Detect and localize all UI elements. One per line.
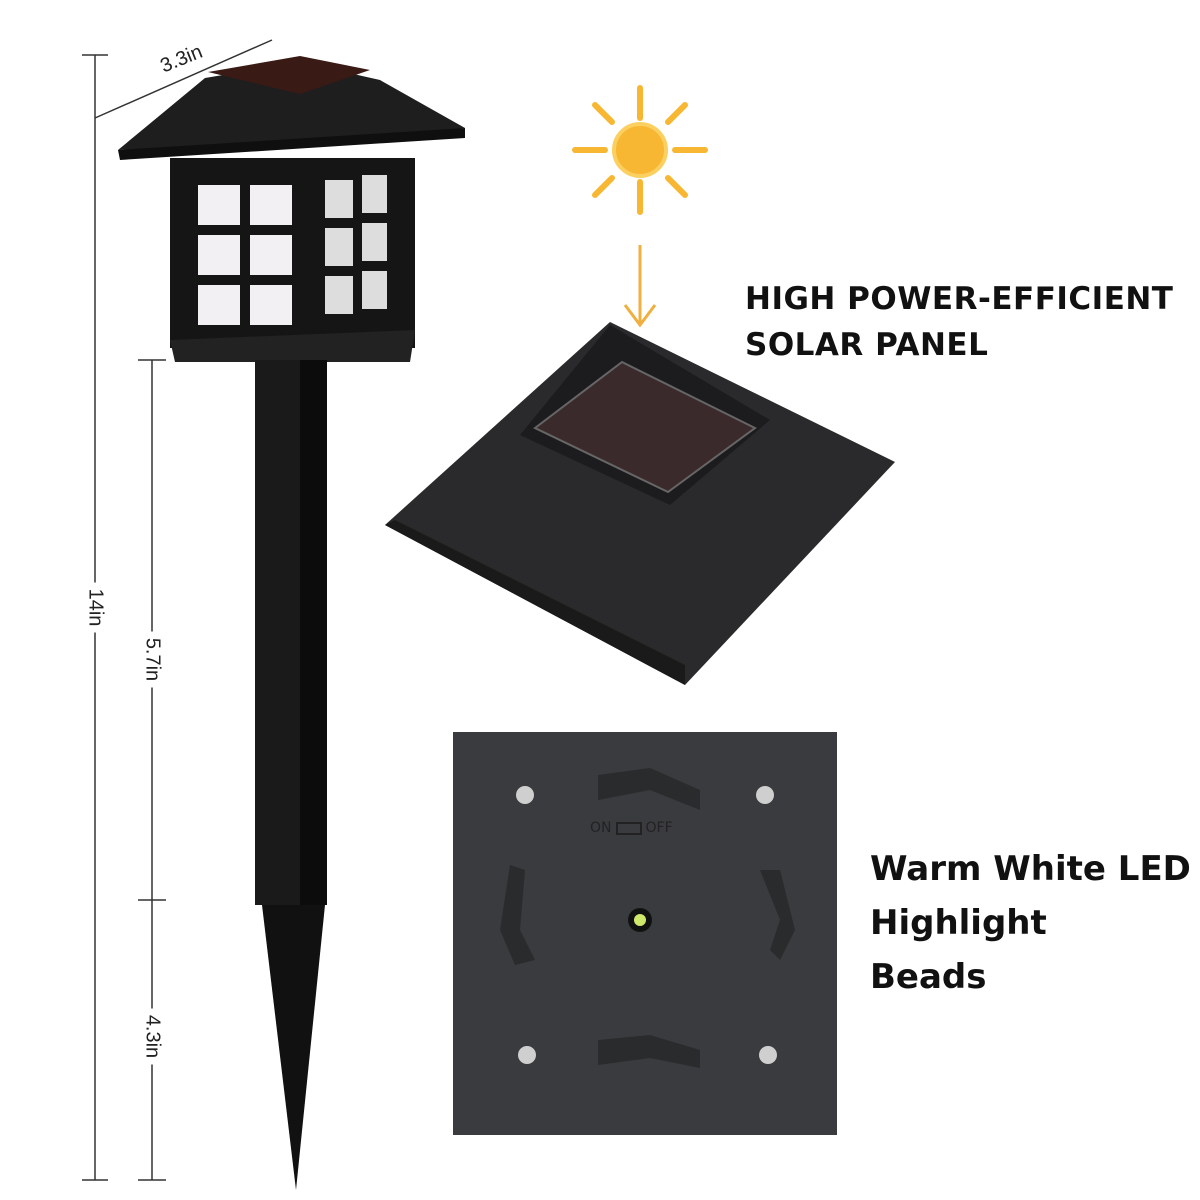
lantern-section-label: 5.7in — [140, 631, 164, 688]
led-bead — [634, 914, 646, 926]
led-caption: Warm White LED Highlight Beads — [870, 842, 1191, 1004]
off-label: OFF — [645, 820, 673, 836]
led-base-panel — [453, 732, 837, 1135]
total-height-label: 14in — [83, 582, 107, 633]
solar-panel-cap — [385, 322, 895, 685]
heading-line: SOLAR PANEL — [745, 327, 989, 363]
solar-panel-heading: HIGH POWER-EFFICIENT SOLAR PANEL — [745, 276, 1173, 368]
caption-line: Warm White LED — [870, 849, 1191, 889]
arrow-down-icon — [623, 245, 657, 328]
switch-icon — [615, 821, 642, 835]
caption-line: Highlight — [870, 903, 1047, 943]
caption-line: Beads — [870, 957, 987, 997]
lantern — [118, 56, 465, 1190]
heading-line: HIGH POWER-EFFICIENT — [745, 281, 1174, 317]
stake-section-label: 4.3in — [140, 1008, 164, 1065]
on-off-switch-label: ON OFF — [590, 820, 673, 836]
on-label: ON — [590, 820, 612, 836]
sun-icon — [572, 85, 708, 215]
